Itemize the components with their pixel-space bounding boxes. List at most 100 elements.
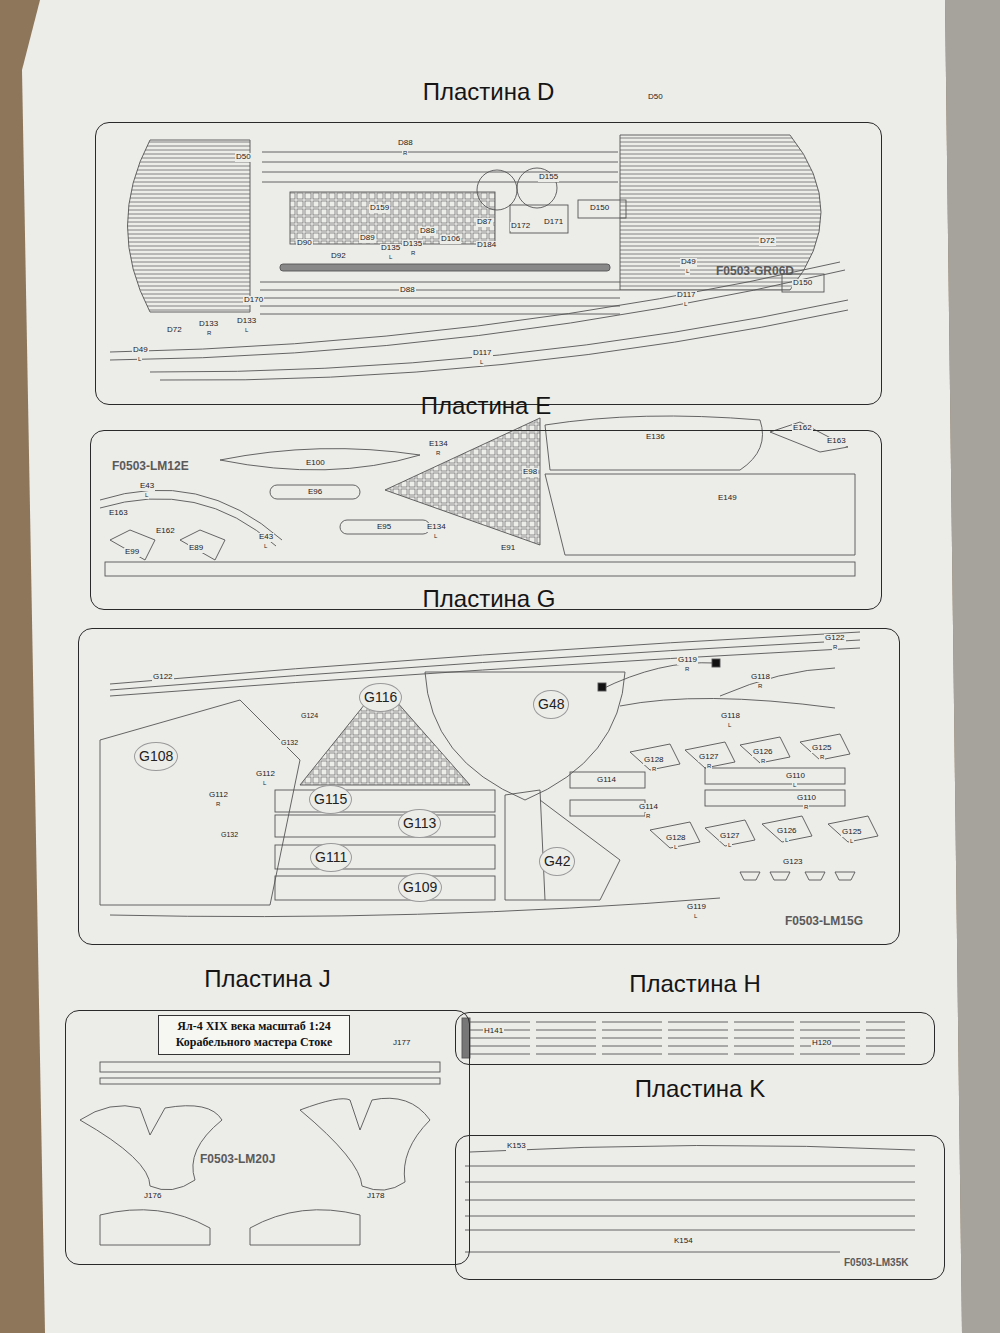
sheet-code: F0503-LM15G — [784, 915, 864, 928]
sheet-code: F0503-LM20J — [199, 1153, 276, 1166]
sheet-code: F0503-LM12E — [111, 460, 190, 473]
part-number: G127 — [719, 832, 741, 841]
part-number: D117 — [472, 349, 493, 358]
side-mark: R — [645, 813, 651, 820]
side-mark: L — [792, 782, 797, 789]
part-number: K153 — [506, 1142, 527, 1151]
part-number: E149 — [717, 494, 738, 503]
part-number: G123 — [782, 858, 804, 867]
part-number: D90 — [296, 239, 313, 248]
part-number: D150 — [589, 204, 610, 213]
part-number: G112 — [208, 791, 229, 800]
part-number: D133 — [236, 317, 257, 326]
part-number: E163 — [826, 437, 847, 446]
part-number: G110 — [785, 772, 806, 781]
side-mark: L — [244, 327, 249, 334]
side-mark: R — [819, 754, 825, 761]
side-mark: L — [263, 543, 268, 550]
part-number: D50 — [647, 93, 664, 102]
plate-heading: Пластина E — [90, 392, 882, 421]
part-number: G42 — [539, 847, 575, 876]
part-number: H120 — [811, 1039, 832, 1048]
title-line: Ял-4 XIX века масштаб 1:24 — [165, 1019, 343, 1035]
title-plate: Ял-4 XIX века масштаб 1:24Корабельного м… — [158, 1015, 350, 1055]
side-mark: L — [683, 301, 688, 308]
plate-panel: Пластина J Ял-4 XIX века масштаб 1:24Кора… — [65, 965, 470, 1265]
part-number: E43 — [139, 482, 155, 491]
part-number: D135 — [380, 244, 401, 253]
side-mark: L — [144, 492, 149, 499]
plate-outline — [455, 1012, 935, 1065]
side-mark: L — [784, 837, 789, 844]
part-number: G108 — [134, 742, 178, 771]
part-number: G126 — [776, 827, 798, 836]
plate-heading: Пластина K — [455, 1075, 945, 1104]
part-number: G115 — [309, 785, 352, 814]
side-mark: L — [727, 722, 732, 729]
part-number: G122 — [824, 634, 846, 643]
part-number: G132 — [280, 739, 299, 747]
part-number: E162 — [792, 424, 813, 433]
plate-heading: Пластина J — [65, 965, 470, 994]
part-number: G116 — [359, 683, 402, 712]
part-number: E100 — [305, 459, 326, 468]
plate-panel: Пластина E — [90, 392, 882, 610]
side-mark: R — [684, 666, 690, 673]
part-number: D106 — [440, 235, 461, 244]
part-number: D150 — [792, 279, 813, 288]
part-number: E91 — [500, 544, 516, 553]
part-number: G110 — [796, 794, 817, 803]
side-mark: R — [402, 150, 408, 157]
sheet-code: F0503-GR06D — [715, 265, 795, 278]
part-number: D88 — [419, 227, 436, 236]
part-number: E89 — [188, 544, 204, 553]
part-number: G119 — [686, 903, 707, 912]
part-number: D72 — [166, 326, 183, 335]
side-mark: R — [206, 330, 212, 337]
part-number: G111 — [310, 843, 352, 872]
part-number: D87 — [476, 218, 493, 227]
plate-panel: Пластина H — [455, 970, 935, 1065]
plate-outline — [78, 628, 900, 945]
side-mark: R — [757, 683, 763, 690]
side-mark: L — [849, 838, 854, 845]
part-number: J178 — [366, 1192, 385, 1201]
part-number: G125 — [841, 828, 863, 837]
plate-outline — [95, 122, 882, 405]
part-number: G128 — [643, 756, 665, 765]
side-mark: R — [651, 766, 657, 773]
part-number: E136 — [645, 433, 666, 442]
side-mark: L — [388, 254, 393, 261]
part-number: G109 — [398, 873, 442, 902]
part-number: D89 — [359, 234, 376, 243]
part-number: E99 — [124, 548, 140, 557]
side-mark: L — [693, 913, 698, 920]
plate-outline — [90, 430, 882, 610]
part-number: G118 — [720, 712, 741, 721]
part-number: E163 — [108, 509, 129, 518]
side-mark: L — [479, 359, 484, 366]
part-number: E43 — [258, 533, 274, 542]
side-mark: R — [410, 250, 416, 257]
plate-panel: Пластина G — [78, 585, 900, 945]
part-number: D170 — [243, 296, 264, 305]
part-number: G128 — [665, 834, 687, 843]
side-mark: L — [262, 780, 267, 787]
side-mark: R — [832, 644, 838, 651]
title-line: Корабельного мастера Стоке — [165, 1035, 343, 1051]
part-number: G127 — [698, 753, 720, 762]
part-number: H141 — [483, 1027, 504, 1036]
part-number: D171 — [543, 218, 564, 227]
part-number: E134 — [426, 523, 447, 532]
part-number: E96 — [307, 488, 323, 497]
part-number: G114 — [638, 803, 659, 812]
part-number: G122 — [152, 673, 174, 682]
side-mark: L — [727, 842, 732, 849]
part-number: G112 — [255, 770, 276, 779]
plate-panel: Пластина K — [455, 1075, 945, 1280]
part-number: E98 — [522, 468, 538, 477]
plate-heading: Пластина G — [78, 585, 900, 614]
side-mark: L — [685, 268, 690, 275]
part-number: E162 — [155, 527, 176, 536]
part-number: D72 — [759, 237, 776, 246]
